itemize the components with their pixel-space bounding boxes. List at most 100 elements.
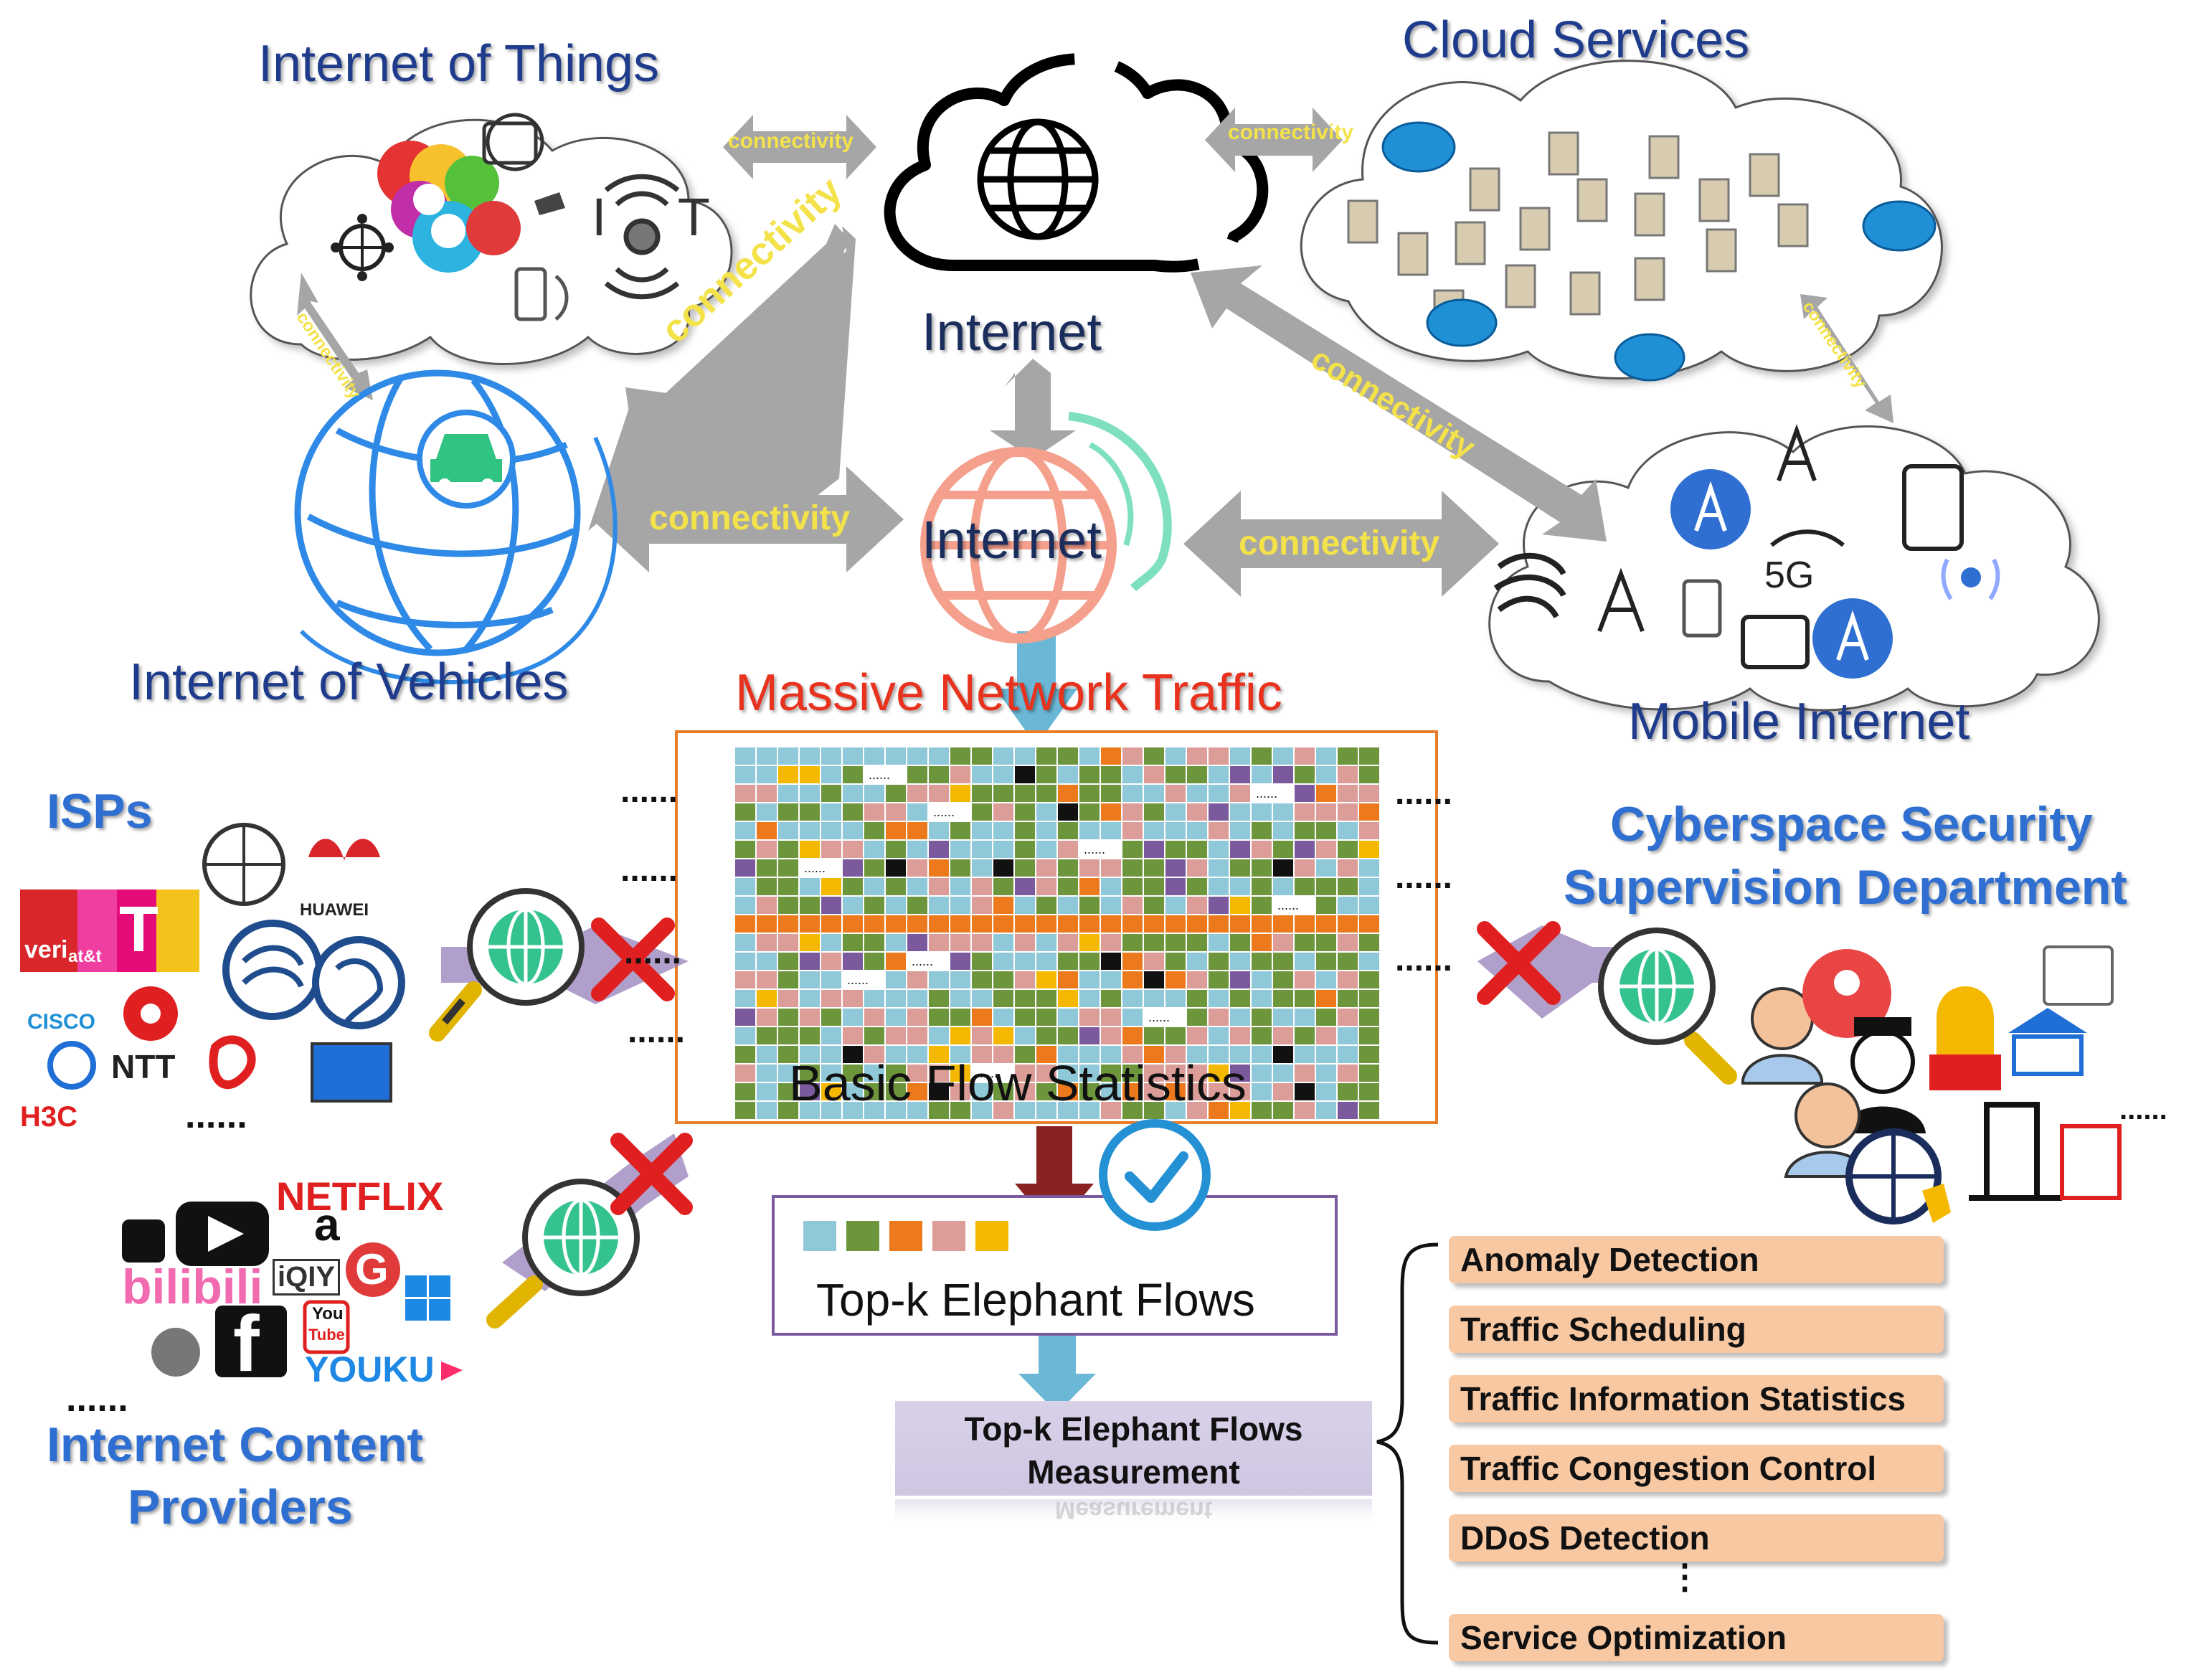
flow-cell <box>778 915 798 933</box>
flow-cell <box>1187 803 1207 821</box>
flow-cell <box>1273 1009 1293 1026</box>
flow-cell <box>864 915 884 933</box>
flow-cell <box>757 1083 777 1100</box>
flow-cell <box>1101 1009 1121 1026</box>
internet-top-label: Internet <box>922 302 1102 362</box>
flow-cell <box>972 785 992 802</box>
connectivity-label-2: connectivity <box>1228 121 1354 144</box>
flow-cell <box>1144 747 1164 765</box>
app-ddos-detection: DDoS Detection <box>1449 1514 1944 1562</box>
flow-cell <box>1209 934 1229 951</box>
flow-cell <box>1359 1083 1379 1100</box>
flow-cell <box>1122 953 1143 970</box>
flow-cell <box>821 1027 841 1044</box>
flow-cell <box>735 1046 755 1063</box>
flow-cell <box>1209 803 1229 821</box>
flow-cell <box>1058 1102 1078 1119</box>
flow-gap-dots: ...... <box>1084 842 1105 856</box>
topk-label: Top-k Elephant Flows <box>816 1274 1255 1326</box>
flow-cell <box>993 915 1013 933</box>
flow-cell <box>1187 1102 1207 1119</box>
car-icon <box>430 434 502 491</box>
flow-cell <box>1144 1065 1164 1082</box>
flow-cell <box>1165 915 1186 933</box>
flow-cell <box>821 747 841 765</box>
flow-cell <box>843 897 863 914</box>
flow-gap-dots: ...... <box>847 973 869 987</box>
flow-cell <box>929 1065 949 1082</box>
flow-cell <box>1058 766 1078 783</box>
flow-gap-dots: ...... <box>933 805 955 819</box>
flow-cell <box>735 1102 755 1119</box>
flow-cell <box>757 766 777 783</box>
youtube-logo-bottom: Tube <box>308 1326 345 1344</box>
flow-cell <box>1144 766 1164 783</box>
flow-cell <box>1252 766 1272 783</box>
isps-title: ISPs <box>47 784 153 839</box>
flow-cell <box>1165 1065 1186 1082</box>
flow-gap <box>1273 897 1315 914</box>
flow-cell <box>1058 1083 1078 1100</box>
flow-cell <box>864 803 884 821</box>
flow-cell <box>1101 859 1121 877</box>
flow-cell <box>886 1027 906 1044</box>
flow-cell <box>1144 1083 1164 1100</box>
flow-cell <box>950 841 970 858</box>
flow-cell <box>1144 803 1164 821</box>
flow-cell <box>864 990 884 1007</box>
flow-cell <box>1144 1027 1164 1044</box>
flow-cell <box>907 1027 927 1044</box>
flow-cell <box>1036 915 1056 933</box>
flow-cell <box>1273 803 1293 821</box>
ellipsis-applications: ⋮ <box>1668 1558 1702 1596</box>
iot-logo-icon <box>604 174 680 300</box>
flow-cell <box>993 859 1013 877</box>
flow-cell <box>1079 971 1100 988</box>
flow-cell <box>1338 897 1358 914</box>
flow-cell <box>1273 878 1293 895</box>
flow-cell <box>778 747 798 765</box>
flow-cell <box>886 897 906 914</box>
flow-cell <box>757 971 777 988</box>
flow-cell <box>1058 953 1078 970</box>
flow-cell <box>1295 1046 1315 1063</box>
flow-cell <box>886 747 906 765</box>
youtube-logo-top: You <box>312 1304 344 1323</box>
flow-cell <box>972 1102 992 1119</box>
flow-cell <box>1122 1009 1143 1026</box>
flow-gap <box>1079 841 1121 858</box>
flow-cell <box>1187 766 1207 783</box>
ellipsis-right-1: ...... <box>1395 774 1453 812</box>
flow-cell <box>907 841 927 858</box>
isp-logo-shapes <box>20 823 405 1103</box>
flow-cell <box>1273 1065 1293 1082</box>
measurement-reflection <box>895 1499 1372 1528</box>
flow-cell <box>1122 859 1143 877</box>
flow-cell <box>1015 1065 1035 1082</box>
flow-cell <box>1209 1046 1229 1063</box>
flow-cell <box>843 1027 863 1044</box>
flow-cell <box>1122 822 1143 839</box>
flow-cell <box>1079 953 1100 970</box>
flow-cell <box>950 990 970 1007</box>
flow-cell <box>843 990 863 1007</box>
flow-cell <box>1079 747 1100 765</box>
flow-cell <box>735 971 755 988</box>
flow-cell <box>1079 915 1100 933</box>
tmobile-logo: T <box>119 894 159 966</box>
flow-cell <box>1122 971 1143 988</box>
flow-cell <box>1101 878 1121 895</box>
flow-cell <box>886 803 906 821</box>
flow-cell <box>1209 953 1229 970</box>
flow-cell <box>1338 953 1358 970</box>
flow-cell <box>757 1027 777 1044</box>
flow-cell <box>800 1065 820 1082</box>
flow-cell <box>778 878 798 895</box>
flow-cell <box>1187 878 1207 895</box>
flow-cell <box>800 822 820 839</box>
flow-cell <box>929 822 949 839</box>
flow-cell <box>735 747 755 765</box>
flow-cell <box>778 859 798 877</box>
flow-cell <box>1144 934 1164 951</box>
